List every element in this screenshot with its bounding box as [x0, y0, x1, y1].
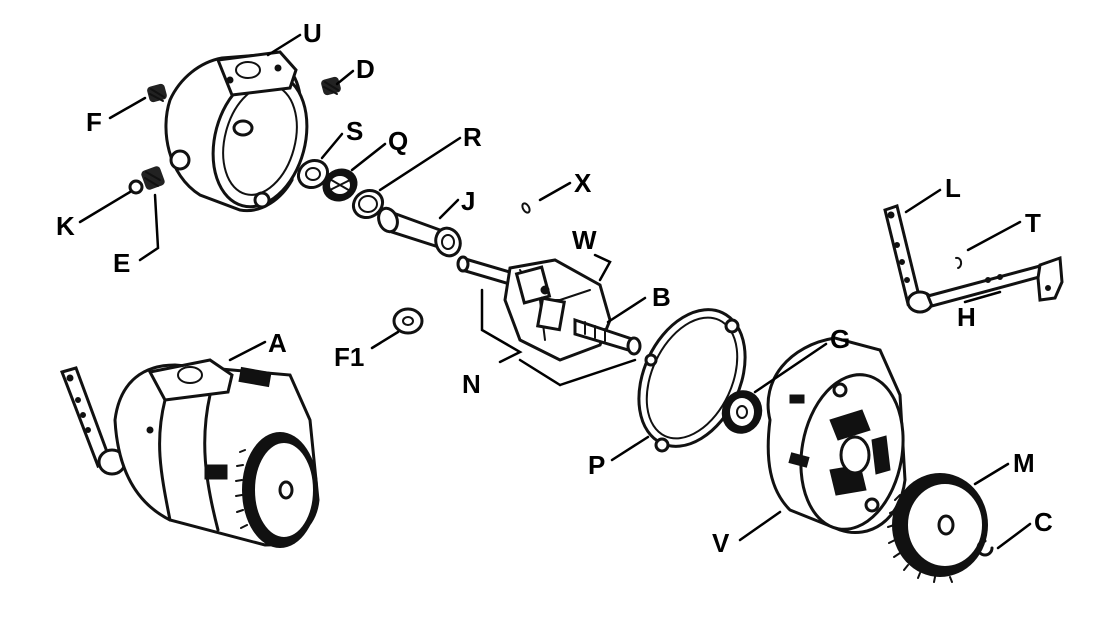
label-p-text: P: [588, 450, 605, 480]
label-q: Q: [350, 126, 408, 172]
part-gear-m: [887, 473, 988, 583]
part-washer-f1: [392, 307, 424, 335]
label-l: L: [904, 173, 961, 214]
label-c: C: [996, 507, 1053, 550]
label-k-text: K: [56, 211, 75, 241]
label-b-text: B: [652, 282, 671, 312]
part-washer-r: [351, 188, 385, 220]
label-a-text: A: [268, 328, 287, 358]
label-r-text: R: [463, 122, 482, 152]
label-f1-text: F1: [334, 342, 364, 372]
part-bearing-g: [721, 390, 763, 434]
label-s: S: [320, 116, 363, 160]
label-f1: F1: [334, 330, 400, 372]
label-h: H: [957, 290, 1002, 332]
part-assembled-pump-a: [60, 358, 320, 548]
label-t: T: [966, 208, 1041, 252]
label-r: R: [378, 122, 482, 192]
part-lever-l: [883, 204, 934, 314]
label-k: K: [56, 190, 132, 241]
label-a: A: [228, 328, 287, 362]
label-g-text: G: [830, 324, 850, 354]
part-pin-x: [521, 202, 531, 214]
part-spring-e: [141, 166, 165, 190]
label-d-text: D: [356, 54, 375, 84]
label-n: N: [462, 288, 637, 399]
part-clip-c: [976, 539, 994, 557]
part-shaft-h: [925, 255, 1064, 308]
label-p: P: [588, 435, 650, 480]
label-e-text: E: [113, 248, 130, 278]
label-d: D: [335, 54, 375, 86]
label-q-text: Q: [388, 126, 408, 156]
label-v: V: [712, 510, 782, 558]
label-f: F: [86, 96, 147, 137]
label-x: X: [538, 168, 592, 202]
label-u-text: U: [303, 18, 322, 48]
part-bearing-q: [322, 168, 358, 202]
label-m-text: M: [1013, 448, 1035, 478]
part-spring-d: [321, 76, 341, 96]
label-v-text: V: [712, 528, 730, 558]
label-b: B: [606, 282, 671, 324]
part-rotor-assembly: [456, 255, 642, 362]
label-j-text: J: [461, 186, 475, 216]
part-lower-housing: [766, 336, 907, 535]
label-u: U: [266, 18, 322, 57]
label-n-text: N: [462, 369, 481, 399]
label-x-text: X: [574, 168, 592, 198]
part-upper-housing: [164, 50, 309, 213]
label-m: M: [973, 448, 1035, 486]
part-washer-s: [296, 158, 330, 190]
label-l-text: L: [945, 173, 961, 203]
label-t-text: T: [1025, 208, 1041, 238]
part-sleeve-j: [377, 206, 462, 258]
part-gasket-p: [637, 308, 747, 453]
label-f-text: F: [86, 107, 102, 137]
label-h-text: H: [957, 302, 976, 332]
part-washer-k: [128, 179, 144, 195]
label-e: E: [113, 193, 160, 278]
label-g: G: [753, 324, 850, 394]
part-spring-f: [147, 83, 167, 103]
label-w: W: [572, 225, 612, 282]
part-clip-t: [955, 256, 963, 269]
label-j: J: [438, 186, 475, 220]
label-w-text: W: [572, 225, 597, 255]
label-c-text: C: [1034, 507, 1053, 537]
label-s-text: S: [346, 116, 363, 146]
